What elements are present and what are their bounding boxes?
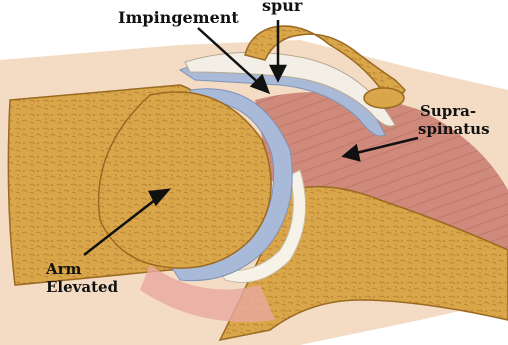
- label-arm-line1: Arm: [46, 262, 81, 277]
- label-supraspinatus-line2: spinatus: [418, 122, 490, 137]
- label-spur: spur: [262, 0, 302, 13]
- label-supraspinatus-line1: Supra-: [420, 104, 476, 119]
- label-impingement: Impingement: [118, 10, 239, 25]
- acromion-tip: [364, 88, 404, 108]
- label-arm-line2: Elevated: [46, 280, 118, 295]
